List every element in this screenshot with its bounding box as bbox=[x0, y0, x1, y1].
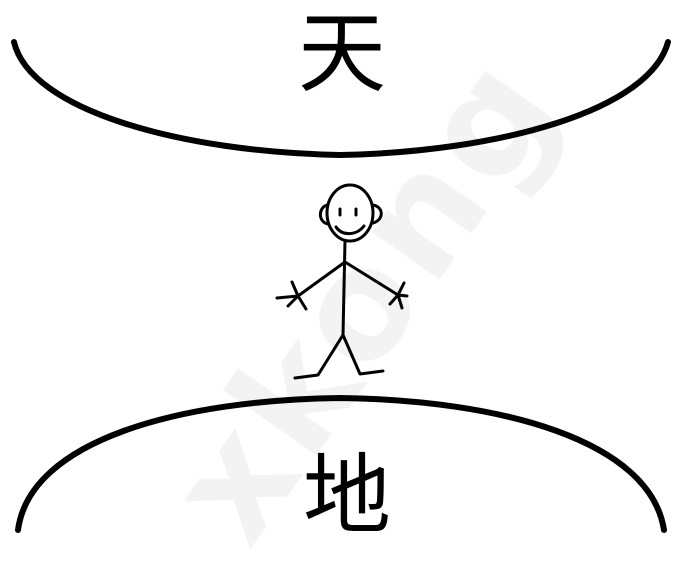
stick-figure bbox=[275, 183, 409, 380]
stick-figure-head bbox=[325, 183, 375, 243]
stick-figure-left-ear bbox=[318, 203, 330, 226]
stick-figure-right-leg bbox=[341, 333, 385, 376]
diagram-canvas: xkong bbox=[11, 2, 671, 572]
heaven-arc bbox=[11, 39, 671, 159]
stick-figure-left-leg bbox=[293, 333, 345, 380]
stick-figure-body bbox=[341, 239, 347, 337]
stick-figure-left-arm bbox=[296, 260, 347, 298]
earth-arc bbox=[15, 394, 667, 533]
diagram-drawing bbox=[11, 39, 671, 533]
heaven-label: 天 bbox=[298, 2, 387, 105]
stick-figure-right-ear bbox=[371, 203, 383, 225]
stick-figure-mouth bbox=[334, 224, 366, 236]
stick-figure-left-hand bbox=[275, 280, 308, 311]
stick-figure-right-hand bbox=[388, 281, 409, 310]
stick-figure-right-arm bbox=[343, 260, 400, 297]
earth-label: 地 bbox=[303, 444, 392, 547]
